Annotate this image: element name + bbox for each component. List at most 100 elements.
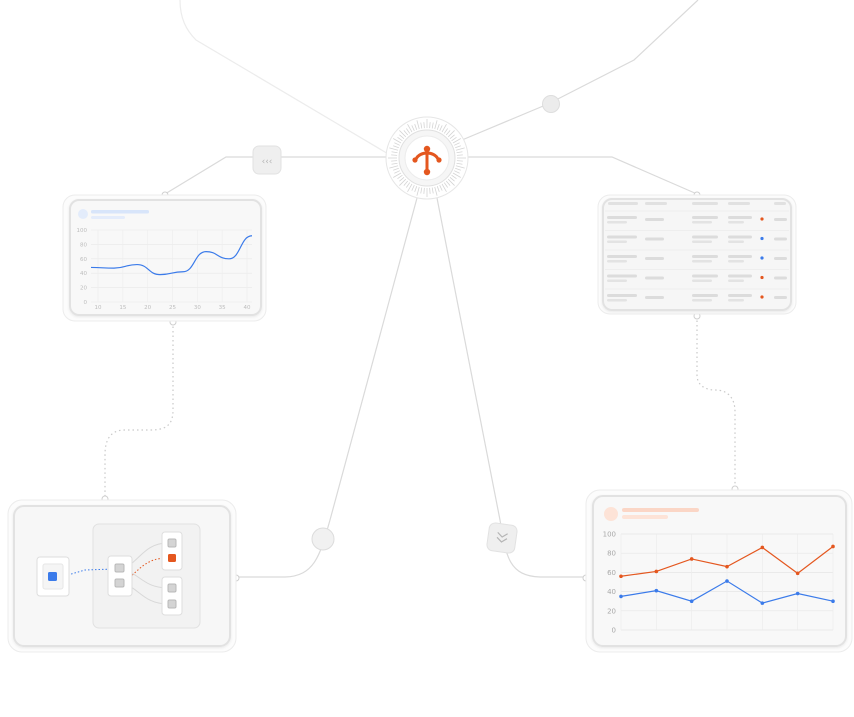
series-point: [619, 594, 623, 599]
rewind-button[interactable]: ‹‹‹: [252, 145, 282, 175]
hub-ray: [429, 187, 431, 194]
hub-ray: [443, 182, 448, 188]
hub-ray: [391, 162, 398, 165]
chart-header-title-placeholder: [622, 508, 699, 512]
x-tick-label: 40: [244, 305, 251, 311]
table-cell-placeholder: [692, 260, 712, 263]
table-cell-placeholder: [774, 237, 787, 241]
x-tick-label: 35: [219, 305, 226, 311]
y-tick-label: 20: [80, 286, 87, 292]
hub-ray: [389, 147, 399, 151]
table-cell-placeholder: [607, 260, 627, 263]
table-cell-placeholder: [728, 255, 752, 258]
y-tick-label: 40: [80, 271, 87, 277]
flow-target-node[interactable]: [167, 538, 177, 548]
junction-node-bottom-left[interactable]: [311, 527, 335, 551]
table-cell-placeholder: [607, 294, 637, 297]
x-tick-label: 15: [119, 305, 126, 311]
hub-ray: [399, 134, 405, 140]
y-tick-label: 60: [80, 257, 87, 263]
table-cell-placeholder: [607, 299, 627, 302]
table-cell-placeholder: [607, 274, 637, 278]
series-point: [654, 588, 659, 593]
flow-middle-node[interactable]: [114, 563, 125, 573]
status-dot: [760, 236, 764, 241]
table-header-placeholder: [728, 202, 750, 205]
series-point: [619, 574, 623, 579]
hub-ray: [452, 138, 461, 144]
hub-ray: [406, 128, 411, 134]
flow-target-node[interactable]: [167, 599, 177, 609]
table-cell-placeholder: [774, 296, 787, 299]
chart-header-avatar: [78, 209, 88, 219]
hub-ray: [391, 151, 398, 154]
table-cell-placeholder: [645, 257, 664, 260]
status-dot: [760, 295, 764, 299]
hub-ray: [411, 185, 415, 191]
dotted-connector-table-to-orange-chart: [696, 316, 736, 488]
y-tick-label: 100: [603, 531, 616, 539]
hub-ray: [454, 170, 460, 174]
table-cell-placeholder: [692, 279, 712, 282]
hub-ray: [439, 185, 443, 191]
data-table: [605, 202, 789, 302]
hub-ray: [455, 167, 461, 171]
connector-top-left-faint: [179, 0, 391, 156]
double-chevron-down-icon: [496, 531, 508, 543]
hub-ray: [411, 125, 415, 131]
hub-ray: [436, 186, 440, 192]
hub-ray: [456, 162, 463, 165]
hub-rays: [388, 119, 466, 197]
table-cell-placeholder: [645, 276, 664, 280]
hub-ray: [420, 187, 423, 194]
hub-ray: [403, 130, 409, 136]
table-card[interactable]: [597, 194, 797, 315]
flow-source-node[interactable]: [48, 572, 57, 581]
flow-middle-frame: [107, 555, 133, 597]
table-cell-placeholder: [728, 299, 744, 302]
hub-ray: [393, 138, 402, 144]
y-tick-label: 80: [80, 242, 87, 248]
hub-ray: [447, 178, 455, 186]
status-dot: [760, 256, 764, 260]
chart-header-avatar: [604, 507, 618, 521]
expand-button[interactable]: [486, 522, 518, 554]
hub-ray: [407, 124, 413, 133]
table-cell-placeholder: [607, 240, 627, 243]
hub-ray: [439, 125, 443, 131]
table-cell-placeholder: [607, 221, 627, 224]
flow-card[interactable]: [7, 499, 237, 653]
table-cell-placeholder: [645, 218, 664, 221]
junction-node-top[interactable]: [542, 95, 560, 113]
table-cell-placeholder: [728, 216, 752, 219]
table-cell-placeholder: [728, 274, 752, 278]
connector-hub-to-bottom-right: [436, 197, 586, 578]
table-cell-placeholder: [692, 274, 718, 278]
table-header-placeholder: [774, 202, 786, 205]
hub-ray: [397, 174, 403, 179]
table-cell-placeholder: [728, 240, 744, 243]
table-cell-placeholder: [774, 257, 787, 260]
flow-target-node[interactable]: [167, 583, 177, 593]
y-tick-label: 100: [77, 228, 88, 234]
hub-ray: [454, 142, 460, 146]
hub-ray: [441, 183, 447, 192]
hub-ray: [423, 122, 425, 129]
hub-ray: [403, 180, 409, 186]
flow-middle-node[interactable]: [114, 578, 125, 588]
hub-ray: [456, 151, 463, 154]
hub-ray: [406, 182, 411, 188]
hub-ray: [399, 176, 405, 182]
hub-node[interactable]: [385, 116, 469, 200]
chart-header-subtitle-placeholder: [91, 216, 125, 219]
connector-hub-to-bottom-left: [236, 197, 418, 578]
series-point: [831, 544, 835, 549]
table-cell-placeholder: [645, 296, 664, 299]
flow-target-node-active[interactable]: [168, 554, 176, 562]
hub-ray: [429, 122, 431, 129]
table-cell-placeholder: [607, 216, 637, 219]
y-tick-label: 0: [612, 627, 616, 635]
